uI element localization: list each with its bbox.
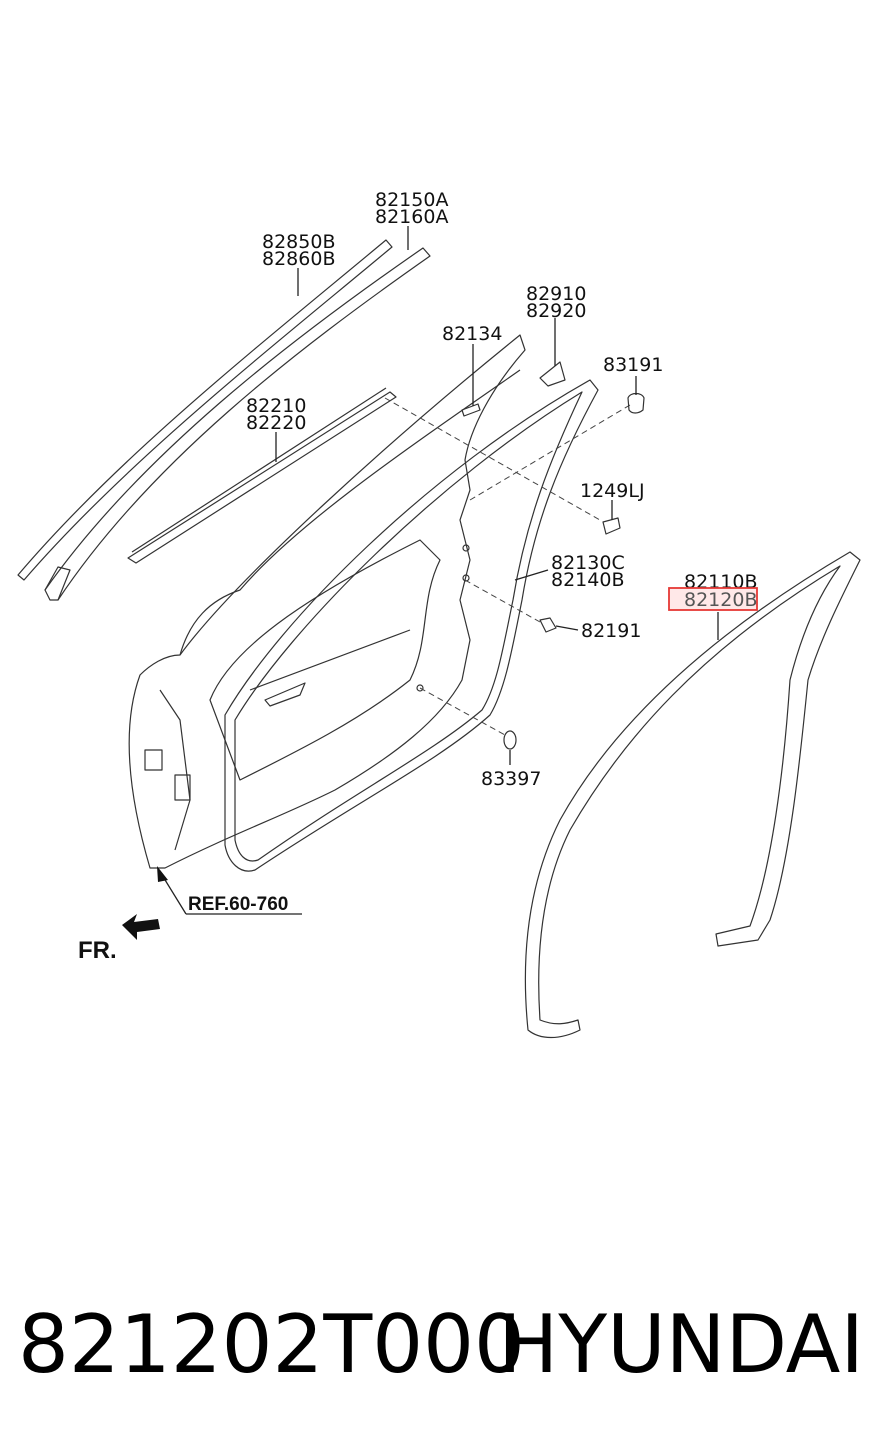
door-side-weatherstrip <box>224 379 599 872</box>
callout-82130C[interactable]: 82130C 82140B <box>551 552 625 591</box>
svg-text:82150A: 82150A <box>375 189 448 211</box>
arrow-icon <box>157 866 168 882</box>
callout-83191[interactable]: 83191 <box>603 354 663 376</box>
callout-82210[interactable]: 82210 82220 <box>246 395 306 434</box>
svg-text:REF.60-760: REF.60-760 <box>188 894 288 915</box>
callout-1249LJ[interactable]: 1249LJ <box>580 480 645 502</box>
brand-name: HYUNDAI <box>498 1298 864 1391</box>
dashed-leaders <box>384 397 631 736</box>
callout-82850B[interactable]: 82850B 82860B <box>262 231 335 270</box>
svg-text:82160A: 82160A <box>375 206 448 228</box>
belt-weatherstrip <box>127 387 397 564</box>
svg-text:82130C: 82130C <box>551 552 625 574</box>
clip-82134 <box>461 403 481 417</box>
callout-82150A[interactable]: 82150A 82160A <box>375 189 448 228</box>
svg-text:FR.: FR. <box>78 937 117 964</box>
svg-text:82191: 82191 <box>581 620 641 642</box>
bracket-82910 <box>539 361 566 387</box>
svg-text:82850B: 82850B <box>262 231 335 253</box>
svg-text:82860B: 82860B <box>262 248 335 270</box>
arrow-left-icon <box>122 914 160 940</box>
svg-text:82140B: 82140B <box>551 569 624 591</box>
callout-leaders <box>275 226 719 765</box>
svg-text:82910: 82910 <box>526 283 586 305</box>
body-side-weatherstrip <box>524 551 861 1039</box>
frame-garnish <box>44 247 431 601</box>
svg-text:83191: 83191 <box>603 354 663 376</box>
svg-text:82920: 82920 <box>526 300 586 322</box>
svg-text:82220: 82220 <box>246 412 306 434</box>
screw-1249LJ <box>602 517 621 535</box>
plug-83191 <box>627 392 645 414</box>
direction-indicator: FR. <box>78 914 160 964</box>
highlight-box <box>668 587 758 611</box>
door-frame-molding <box>17 239 393 581</box>
svg-text:82120B: 82120B <box>684 589 757 611</box>
reference-note[interactable]: REF.60-760 <box>157 866 302 915</box>
svg-text:83397: 83397 <box>481 768 541 790</box>
svg-text:1249LJ: 1249LJ <box>580 480 645 502</box>
bumper-82191 <box>539 617 557 633</box>
grommet-83397 <box>503 730 517 750</box>
callout-82910[interactable]: 82910 82920 <box>526 283 586 322</box>
callout-83397[interactable]: 83397 <box>481 768 541 790</box>
part-number: 821202T000 <box>18 1298 525 1391</box>
callout-82191[interactable]: 82191 <box>581 620 641 642</box>
callout-82134[interactable]: 82134 <box>442 323 502 345</box>
svg-text:82134: 82134 <box>442 323 502 345</box>
svg-text:82210: 82210 <box>246 395 306 417</box>
callout-82110B[interactable]: 82110B 82120B <box>668 571 758 611</box>
